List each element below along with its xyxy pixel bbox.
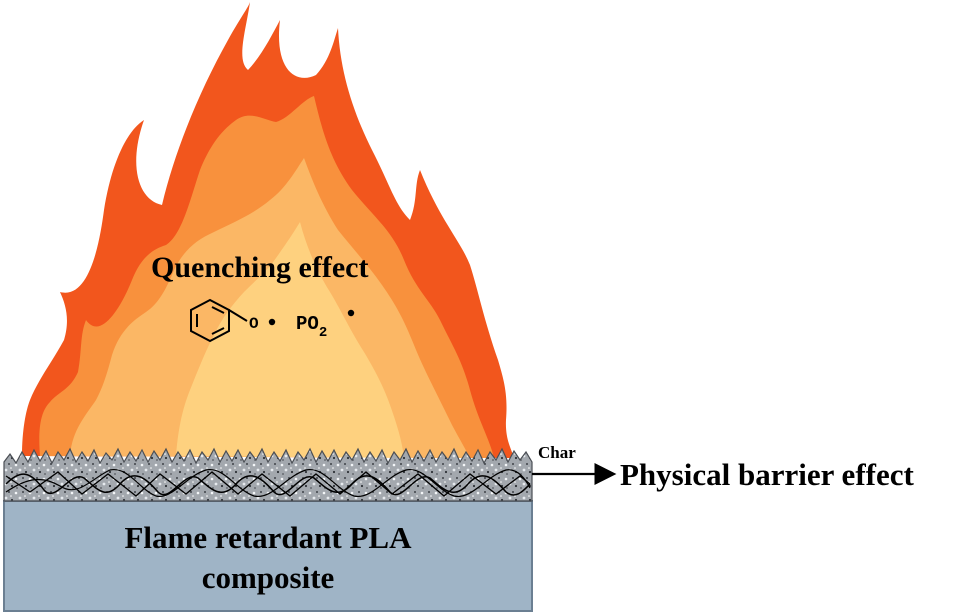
char-label: Char xyxy=(538,443,576,462)
polymer-chain-wave-2 xyxy=(5,471,531,497)
phenoxy-radical-structure: O xyxy=(190,298,276,343)
quenching-effect-label: Quenching effect xyxy=(151,251,368,284)
composite-label-line1: Flame retardant PLA xyxy=(125,520,413,555)
pla-composite-block xyxy=(3,500,533,612)
composite-label-line2: composite xyxy=(202,560,335,595)
po2-radical: PO2 xyxy=(296,309,355,341)
phenoxy-radical-dot xyxy=(268,318,276,326)
physical-barrier-effect-label: Physical barrier effect xyxy=(620,457,914,492)
polymer-chain-wave-3 xyxy=(5,469,531,497)
po2-radical-dot xyxy=(347,309,355,317)
po2-label: PO2 xyxy=(296,313,327,341)
phenoxy-oxygen-label: O xyxy=(249,315,259,333)
polymer-chain-wave-1 xyxy=(5,473,531,496)
flame-core-layer xyxy=(176,222,404,458)
flame xyxy=(22,2,514,458)
char-layer xyxy=(3,447,533,502)
